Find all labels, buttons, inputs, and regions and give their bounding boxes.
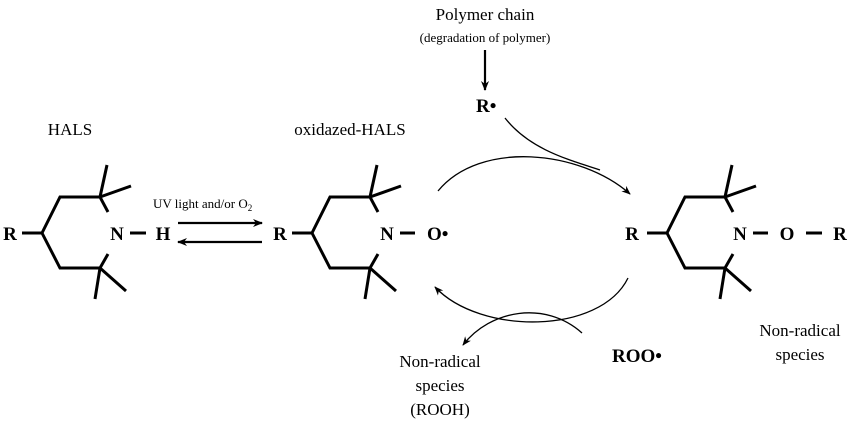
hals-label: HALS [48,120,92,139]
hydrogen-atom: H [156,224,171,245]
hals-molecule: R N H [3,163,171,301]
oxidized-hals-molecule: R N O• [273,163,448,301]
r-group: R [3,224,17,245]
degradation-label: (degradation of polymer) [420,30,551,45]
uv-condition-label: UV light and/or O2 [153,196,252,213]
polymer-chain-label: Polymer chain [436,5,535,24]
nonradical-left-line2: species [415,376,464,395]
nonradical-left-line3: (ROOH) [410,400,470,419]
nitroxyl-radical: O• [427,224,448,245]
r-radical: R• [476,96,496,117]
oxygen-atom: O [780,224,795,245]
roo-radical: ROO• [612,346,662,367]
r-radical-feed-arrow [504,117,601,171]
bottom-cycle-arrow [434,277,629,323]
nitrogen-atom: N [380,224,394,245]
r-group: R [273,224,287,245]
r-group: R [625,224,639,245]
nitrogen-atom: N [110,224,124,245]
nonradical-right-line1: Non-radical [759,321,840,340]
r-group: R [833,224,847,245]
oxidized-hals-label: oxidazed-HALS [294,120,405,139]
alkoxyamine-molecule: R N O R [625,163,847,301]
nitrogen-atom: N [733,224,747,245]
top-cycle-arrow [437,156,631,195]
roo-branch-arrow [462,312,583,346]
nonradical-right-line2: species [775,345,824,364]
nonradical-left-line1: Non-radical [399,352,480,371]
